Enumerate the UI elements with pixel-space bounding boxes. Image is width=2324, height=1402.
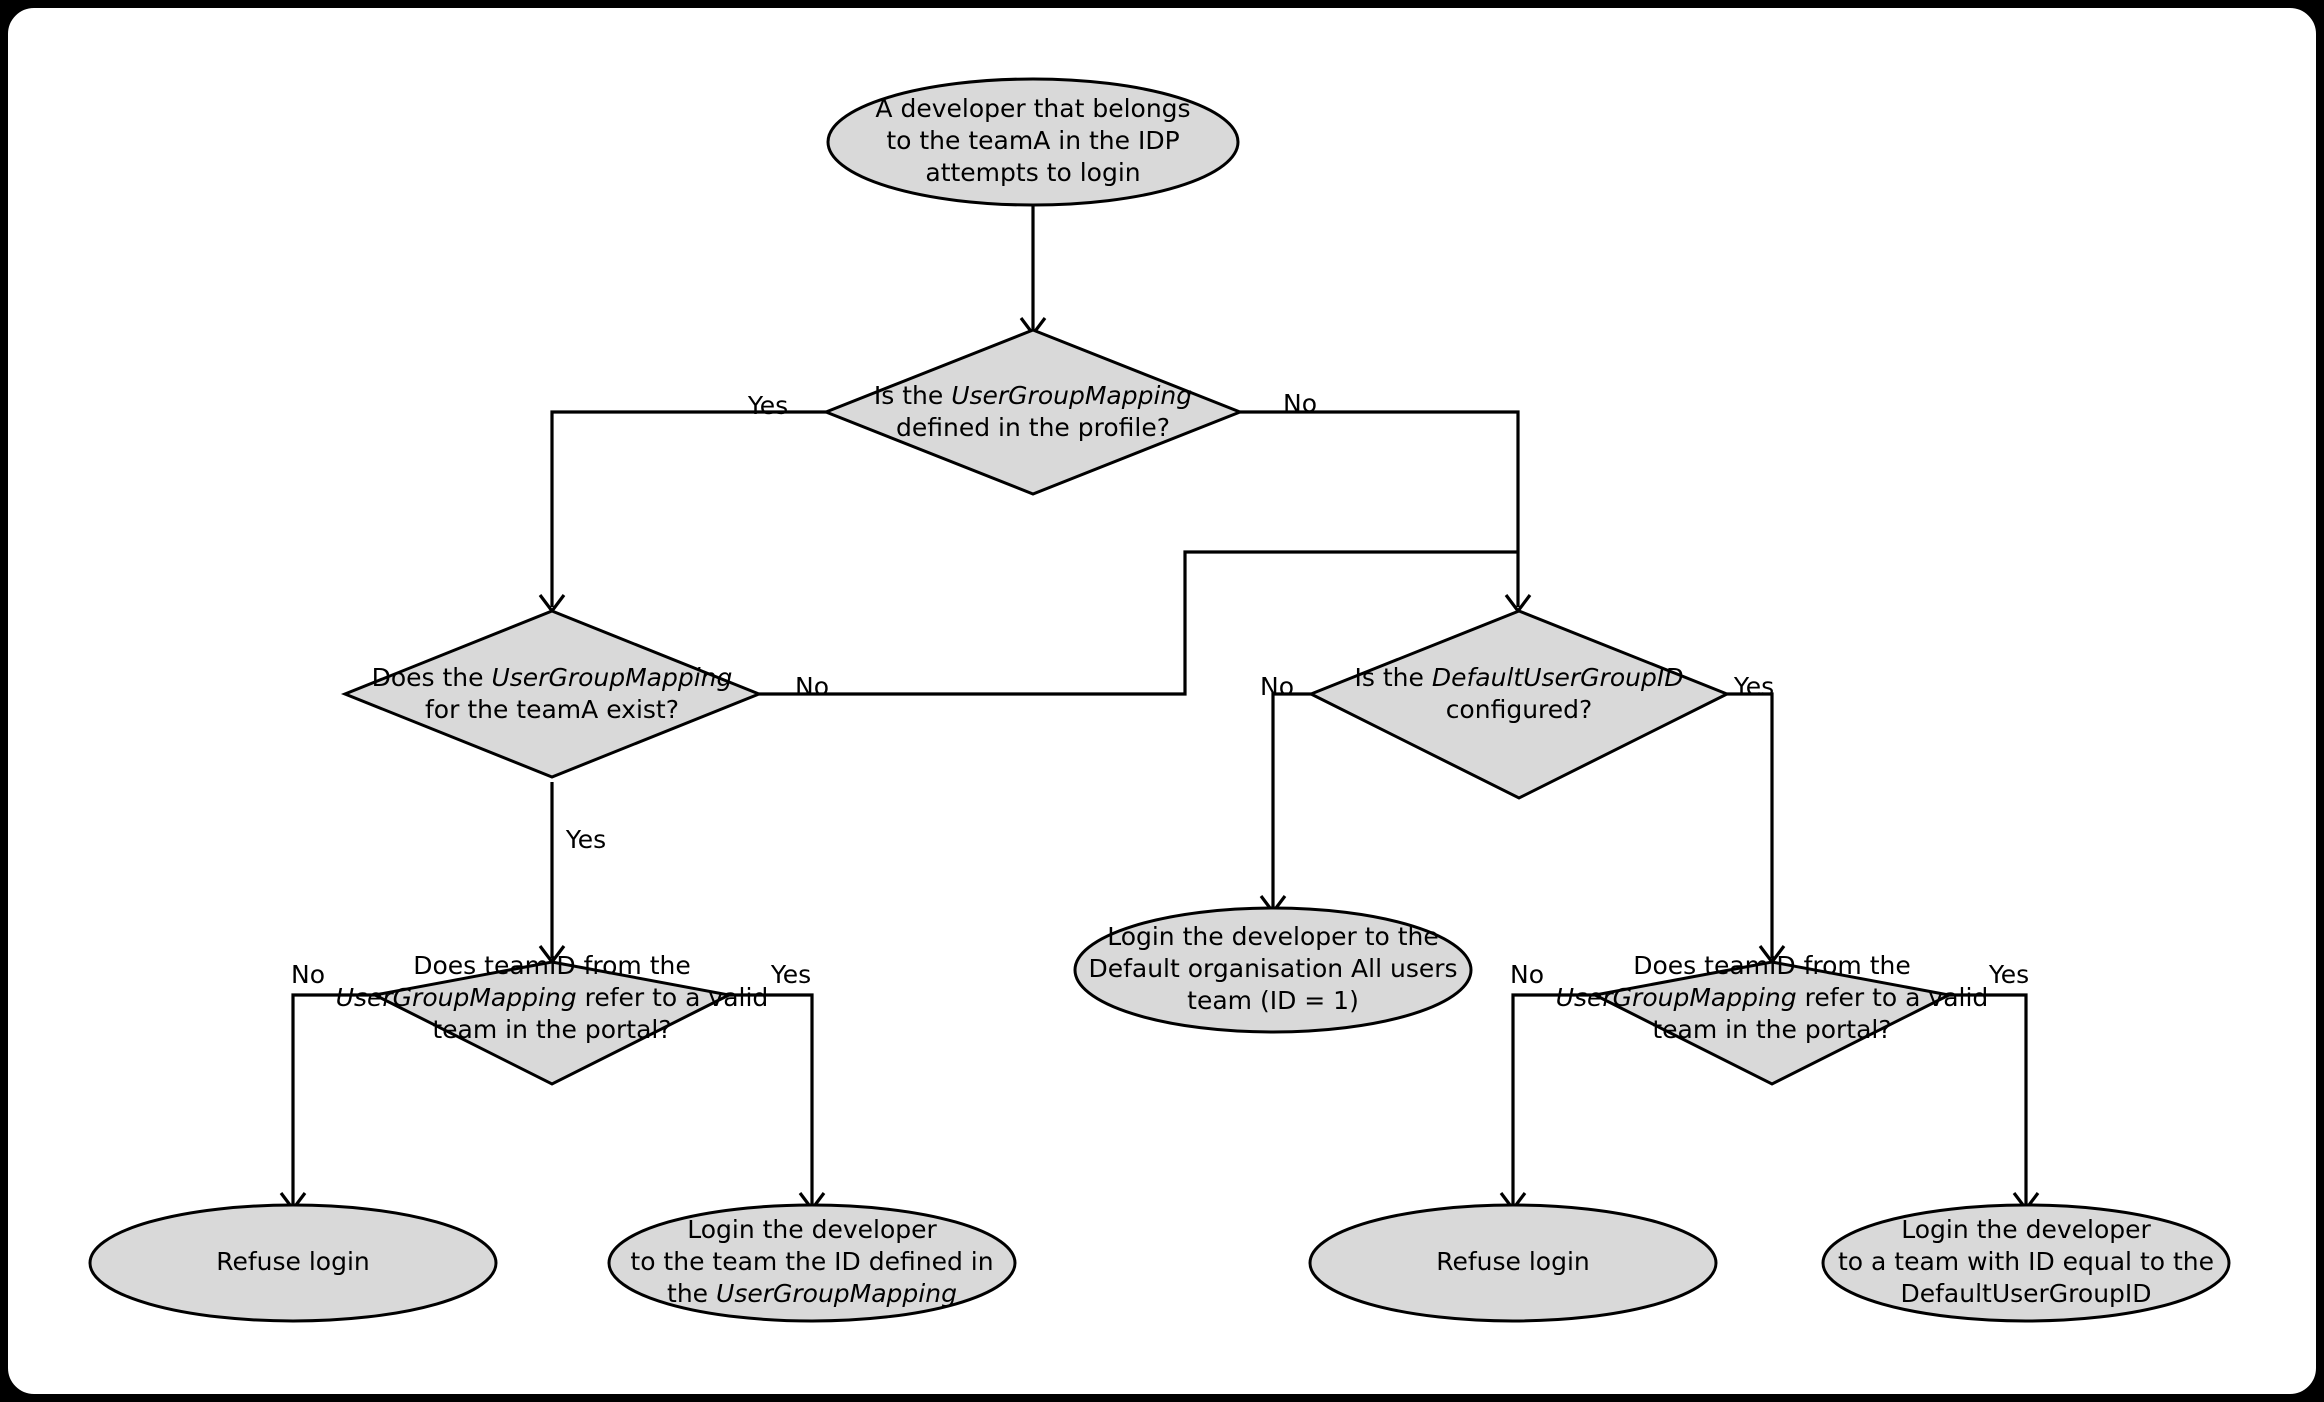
login-default-group-team-shape [1821,1203,2231,1323]
edge-label-mapping-defined-no: No [1283,389,1317,418]
node-decision-defaultusergroupid-configured[interactable]: Is the DefaultUserGroupID configured? [1307,609,1731,800]
decision-teamid-right-line-2: UserGroupMapping refer to a valid [1556,983,1989,1012]
login-mapping-team-line-2: to the team the ID defined in [630,1247,993,1276]
start-line-1: A developer that belongs [875,94,1190,123]
decision-mapping-teama-shape [340,609,764,779]
edge-default-group-yes [1727,692,1774,958]
edge-mapping-defined-yes [550,410,826,607]
decision-mapping-teama-line-1: Does the UserGroupMapping [372,663,733,692]
node-start-developer-login[interactable]: A developer that belongs to the teamA in… [826,77,1240,207]
edge-teamid-left-yes [729,993,814,1205]
edge-label-teamid-right-no: No [1510,960,1544,989]
edge-label-default-group-yes: Yes [1733,672,1774,701]
start-ellipse-shape [826,77,1240,207]
edge-labels-layer: Yes No No Yes No Yes No Yes No Yes [291,389,2029,989]
decision-teamid-right-line-1: Does teamID from the [1633,951,1910,980]
decision-mapping-teama-line-2: for the teamA exist? [425,695,679,724]
login-default-group-team-line-3: DefaultUserGroupID [1900,1279,2151,1308]
edge-label-teamid-left-yes: Yes [770,960,811,989]
edge-mapping-defined-no [1240,410,1520,607]
dtl-l2-p2: refer to a valid [577,983,769,1012]
decision-teamid-left-shape [370,960,734,1086]
edge-mapping-teama-no [759,550,1518,696]
decision-teamid-left-line-3: team in the portal? [432,1015,671,1044]
login-default-group-team-line-1: Login the developer [1901,1215,2151,1244]
dtl-l2-p1: UserGroupMapping [336,983,577,1012]
refuse-login-left-label: Refuse login [216,1247,370,1276]
decision-default-group-shape [1307,609,1731,800]
node-outcome-login-team-default-usergroupid[interactable]: Login the developer to a team with ID eq… [1821,1203,2231,1323]
edge-teamid-right-yes [1949,993,2028,1205]
dtr-l2-p1: UserGroupMapping [1556,983,1797,1012]
lmt-l3-p2: UserGroupMapping [716,1279,957,1308]
decision-mapping-defined-shape [821,328,1245,496]
edge-label-mapping-defined-yes: Yes [747,391,788,420]
login-mapping-team-line-1: Login the developer [687,1215,937,1244]
start-line-3: attempts to login [925,158,1140,187]
node-decision-usergroupmapping-defined[interactable]: Is the UserGroupMapping defined in the p… [821,328,1245,496]
node-outcome-login-default-organisation[interactable]: Login the developer to the Default organ… [1073,906,1473,1034]
node-decision-usergroupmapping-teama-exists[interactable]: Does the UserGroupMapping for the teamA … [340,609,764,779]
edge-label-mapping-teama-no: No [795,672,829,701]
decision-default-group-line-1: Is the DefaultUserGroupID [1355,663,1684,692]
decision-teamid-right-shape [1590,960,1954,1086]
node-decision-teamid-valid-team-left[interactable]: Does teamID from the UserGroupMapping re… [336,951,769,1086]
lmt-l3-p1: the [667,1279,716,1308]
decision-teamid-left-line-1: Does teamID from the [413,951,690,980]
node-decision-teamid-valid-team-right[interactable]: Does teamID from the UserGroupMapping re… [1556,951,1989,1086]
edge-label-default-group-no: No [1260,672,1294,701]
node-outcome-refuse-login-right[interactable]: Refuse login [1308,1203,1718,1323]
dmt-l1-p1: Does the [372,663,492,692]
decision-default-group-line-2: configured? [1446,695,1593,724]
dmt-l1-p2: UserGroupMapping [491,663,732,692]
decision-teamid-right-line-3: team in the portal? [1652,1015,1891,1044]
login-default-group-team-line-2: to a team with ID equal to the [1838,1247,2214,1276]
login-default-org-shape [1073,906,1473,1034]
dmd-l1-p2: UserGroupMapping [951,381,1192,410]
refuse-login-left-shape [88,1203,498,1323]
dmd-l1-p1: Is the [874,381,951,410]
edge-default-group-no [1271,692,1311,908]
login-default-org-line-2: Default organisation All users [1088,954,1457,983]
login-default-org-line-1: Login the developer to the [1107,922,1439,951]
login-default-org-line-3: team (ID = 1) [1187,986,1359,1015]
ddg-l1-p1: Is the [1355,663,1432,692]
decision-mapping-defined-line-2: defined in the profile? [896,413,1170,442]
login-mapping-team-shape [607,1203,1017,1323]
ddg-l1-p2: DefaultUserGroupID [1432,663,1684,692]
refuse-login-right-shape [1308,1203,1718,1323]
start-line-2: to the teamA in the IDP [886,126,1179,155]
edge-label-mapping-teama-yes: Yes [565,825,606,854]
edge-teamid-right-no [1511,993,1595,1205]
edge-label-teamid-right-yes: Yes [1988,960,2029,989]
decision-mapping-defined-line-1: Is the UserGroupMapping [874,381,1192,410]
refuse-login-right-label: Refuse login [1436,1247,1590,1276]
edge-teamid-left-no [291,993,375,1205]
dtr-l2-p2: refer to a valid [1797,983,1989,1012]
login-mapping-team-line-3: the UserGroupMapping [667,1279,957,1308]
node-outcome-refuse-login-left[interactable]: Refuse login [88,1203,498,1323]
decision-teamid-left-line-2: UserGroupMapping refer to a valid [336,983,769,1012]
edge-label-teamid-left-no: No [291,960,325,989]
node-outcome-login-team-from-mapping[interactable]: Login the developer to the team the ID d… [607,1203,1017,1323]
